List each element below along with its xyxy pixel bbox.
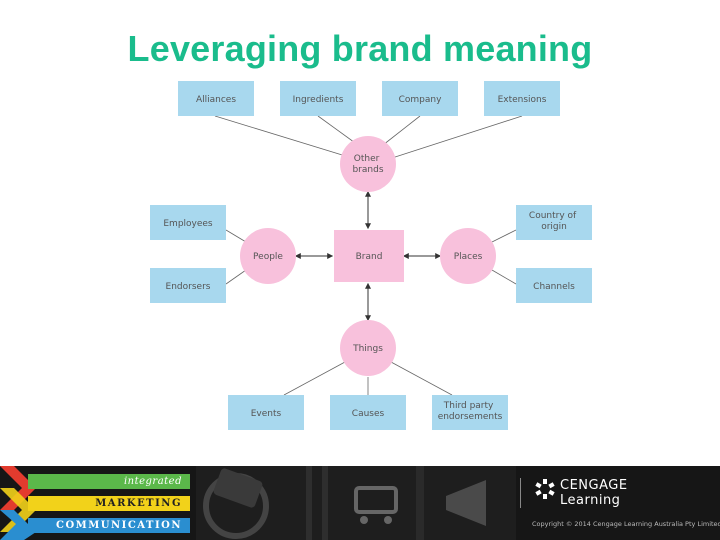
hub-other-brands-label: Other brands <box>352 154 383 175</box>
box-employees: Employees <box>150 205 226 240</box>
hub-people: People <box>240 228 296 284</box>
brand-arrows <box>294 190 442 322</box>
box-causes: Causes <box>330 395 406 430</box>
decorative-collage <box>196 466 516 540</box>
box-causes-label: Causes <box>352 409 385 419</box>
line-endorsers <box>225 269 247 285</box>
box-third-party-label: Third party endorsements <box>438 401 503 422</box>
box-third-party-endorsements: Third party endorsements <box>432 395 508 430</box>
brand-meaning-diagram: Alliances Ingredients Company Extensions… <box>150 81 592 430</box>
line-events <box>283 361 346 396</box>
line-employees <box>225 229 247 243</box>
stripe-marketing: MARKETING <box>28 496 190 511</box>
box-ingredients: Ingredients <box>280 81 356 116</box>
cengage-line1: CENGAGE <box>560 478 628 493</box>
line-extensions <box>391 115 523 159</box>
line-country <box>491 229 517 243</box>
box-extensions: Extensions <box>484 81 560 116</box>
cart-icon <box>354 486 398 514</box>
tag-icon <box>213 468 263 508</box>
box-extensions-label: Extensions <box>498 95 547 105</box>
box-endorsers-label: Endorsers <box>166 282 211 292</box>
line-channels <box>491 269 517 285</box>
box-alliances-label: Alliances <box>196 95 236 105</box>
box-events-label: Events <box>251 409 282 419</box>
line-alliances <box>214 115 353 159</box>
megaphone-icon <box>446 480 486 526</box>
box-company-label: Company <box>399 95 442 105</box>
hub-people-label: People <box>253 252 283 262</box>
hub-things: Things <box>340 320 396 376</box>
node-brand-label: Brand <box>356 252 383 262</box>
box-country-label: Country of origin <box>529 211 579 232</box>
copyright-text: Copyright © 2014 Cengage Learning Austra… <box>532 520 720 528</box>
line-company <box>382 115 421 146</box>
box-channels-label: Channels <box>533 282 575 292</box>
cengage-wordmark: CENGAGE Learning <box>560 478 628 508</box>
hub-places-label: Places <box>454 252 483 262</box>
stripe-communication: COMMUNICATION <box>28 518 190 533</box>
box-alliances: Alliances <box>178 81 254 116</box>
cengage-logo-icon <box>535 479 555 499</box>
connector-lines <box>214 115 523 396</box>
slide-title: Leveraging brand meaning <box>127 28 593 69</box>
footer-bar: integrated MARKETING COMMUNICATION <box>0 466 720 540</box>
hub-other-brands: Other brands <box>340 136 396 192</box>
hub-places: Places <box>440 228 496 284</box>
box-country-of-origin: Country of origin <box>516 205 592 240</box>
line-ingredients <box>317 115 359 146</box>
line-third-party <box>390 361 453 396</box>
hub-things-label: Things <box>352 344 383 354</box>
box-channels: Channels <box>516 268 592 303</box>
box-company: Company <box>382 81 458 116</box>
box-ingredients-label: Ingredients <box>293 95 344 105</box>
footer-divider <box>520 478 521 508</box>
stripe-integrated: integrated <box>28 474 190 489</box>
box-endorsers: Endorsers <box>150 268 226 303</box>
box-employees-label: Employees <box>163 219 213 229</box>
box-events: Events <box>228 395 304 430</box>
cengage-line2: Learning <box>560 493 621 508</box>
node-brand: Brand <box>334 230 404 282</box>
